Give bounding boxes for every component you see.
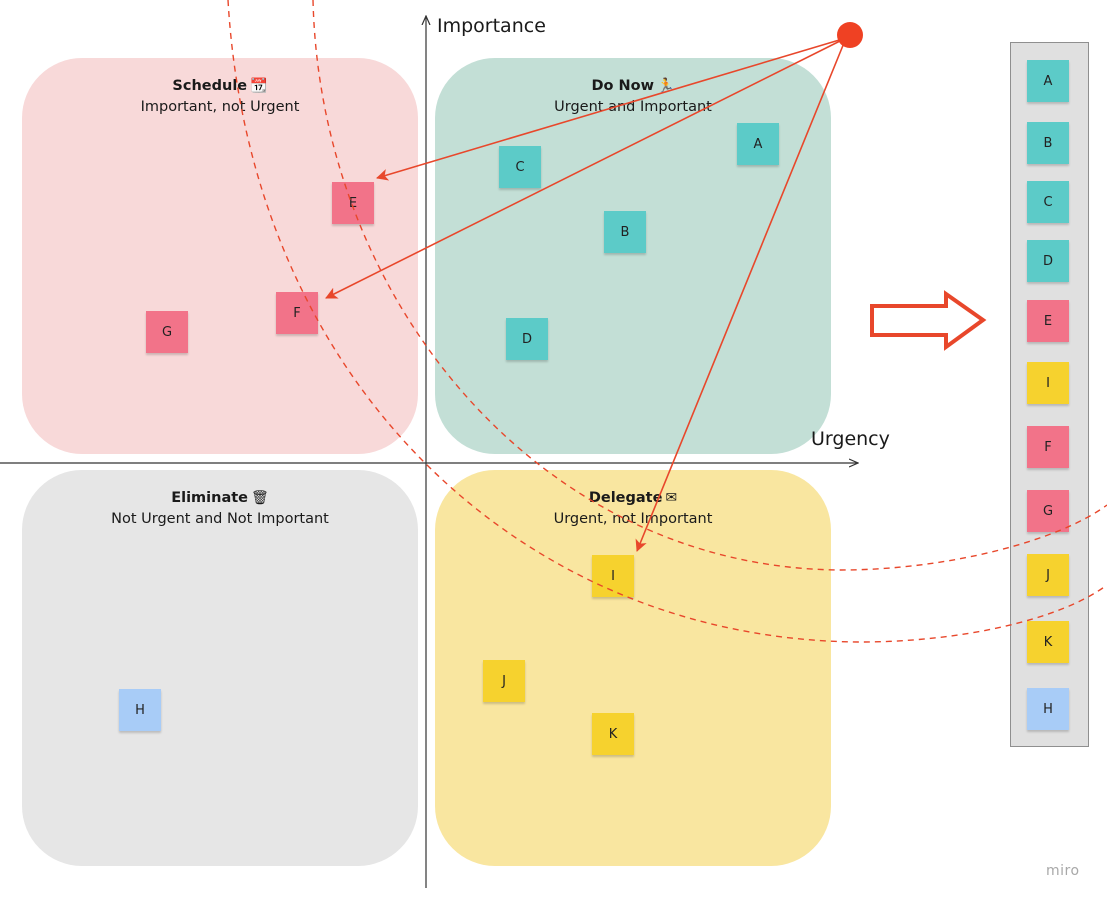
ranked-note-d[interactable]: D <box>1027 240 1069 282</box>
envelope-icon: ✉ <box>665 490 678 506</box>
quadrant-title: Do Now <box>591 78 655 94</box>
reference-point-dot <box>837 22 863 48</box>
sticky-note-e[interactable]: E <box>332 182 374 224</box>
quadrant-title: Delegate <box>588 490 663 506</box>
distance-arc-outer <box>227 0 1107 643</box>
sticky-note-j[interactable]: J <box>483 660 525 702</box>
sticky-note-c[interactable]: C <box>499 146 541 188</box>
ranked-note-b[interactable]: B <box>1027 122 1069 164</box>
sticky-note-h[interactable]: H <box>119 689 161 731</box>
ranked-note-f[interactable]: F <box>1027 426 1069 468</box>
big-right-arrow-icon <box>870 290 987 351</box>
ranked-note-e[interactable]: E <box>1027 300 1069 342</box>
quadrant-subtitle: Urgent and Important <box>554 99 712 115</box>
ranked-note-c[interactable]: C <box>1027 181 1069 223</box>
x-axis-label: Urgency <box>811 428 890 450</box>
ranked-note-a[interactable]: A <box>1027 60 1069 102</box>
ranked-note-j[interactable]: J <box>1027 554 1069 596</box>
miro-watermark: miro <box>1046 863 1080 879</box>
ranked-note-h[interactable]: H <box>1027 688 1069 730</box>
sticky-note-a[interactable]: A <box>737 123 779 165</box>
sticky-note-k[interactable]: K <box>592 713 634 755</box>
ranked-note-k[interactable]: K <box>1027 621 1069 663</box>
arrow-to-e <box>376 37 847 181</box>
ranked-note-i[interactable]: I <box>1027 362 1069 404</box>
quadrant-subtitle: Important, not Urgent <box>140 99 300 115</box>
quadrant-subtitle: Urgent, not Important <box>553 511 713 527</box>
calendar-icon: 📆 <box>250 78 268 94</box>
ranked-note-g[interactable]: G <box>1027 490 1069 532</box>
sticky-note-g[interactable]: G <box>146 311 188 353</box>
quadrant-eliminate: Eliminate🗑 Not Urgent and Not Important <box>22 470 418 866</box>
sticky-note-f[interactable]: F <box>276 292 318 334</box>
quadrant-title: Schedule <box>172 78 248 94</box>
quadrant-schedule: Schedule📆 Important, not Urgent <box>22 58 418 454</box>
quadrant-subtitle: Not Urgent and Not Important <box>111 511 329 527</box>
distance-arc-inner <box>312 0 1107 571</box>
sticky-note-d[interactable]: D <box>506 318 548 360</box>
trash-icon: 🗑 <box>251 490 269 506</box>
arrow-to-i <box>635 37 847 552</box>
quadrant-title: Eliminate <box>171 490 249 506</box>
sticky-note-i[interactable]: I <box>592 555 634 597</box>
y-axis-label: Importance <box>437 15 546 37</box>
sticky-note-b[interactable]: B <box>604 211 646 253</box>
arrow-to-f <box>325 37 847 299</box>
